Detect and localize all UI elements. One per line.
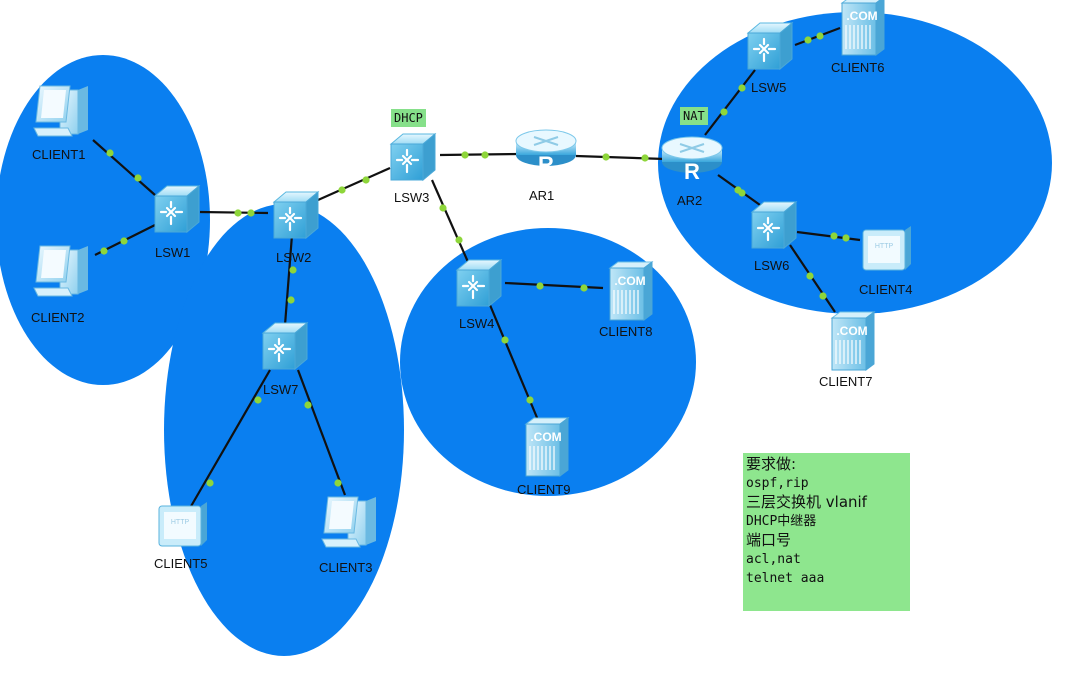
http-badge: HTTP <box>875 243 894 250</box>
client9-label: CLIENT9 <box>517 482 571 497</box>
dhcp-tag: DHCP <box>391 109 426 127</box>
server-badge: .COM <box>836 324 867 338</box>
zone-lsw2 <box>164 204 404 656</box>
client8-dns-server-icon[interactable] <box>609 261 653 321</box>
link-lsw3-ar1 <box>439 152 521 157</box>
lsw2-label: LSW2 <box>276 250 312 265</box>
client2-label: CLIENT2 <box>31 310 85 325</box>
link-lsw1-lsw2 <box>199 210 269 215</box>
link-lsw3-lsw4 <box>430 179 470 263</box>
requirements-note: 要求做: ospf,rip 三层交换机 vlanif DHCP中继器 端口号 a… <box>743 453 910 611</box>
client2-pc-icon[interactable] <box>33 245 89 297</box>
lsw6-switch-icon[interactable] <box>750 200 798 250</box>
server-badge: .COM <box>530 430 561 444</box>
lsw7-label: LSW7 <box>263 382 299 397</box>
link-lsw7-client3 <box>296 369 347 496</box>
note-line: DHCP中继器 <box>746 514 817 529</box>
lsw5-label: LSW5 <box>751 80 787 95</box>
client5-label: CLIENT5 <box>154 556 208 571</box>
link-lsw7-client5 <box>189 369 271 509</box>
note-line: ospf,rip <box>746 476 809 491</box>
router-letter: R <box>684 159 700 184</box>
links <box>92 26 861 509</box>
link-ar2-lsw5 <box>704 69 756 136</box>
link-lsw2-lsw7 <box>283 234 294 326</box>
server-badge: .COM <box>846 9 877 23</box>
lsw3-label: LSW3 <box>394 190 430 205</box>
note-line: 端口号 <box>746 531 792 549</box>
client1-label: CLIENT1 <box>32 147 86 162</box>
note-line: 三层交换机 vlanif <box>746 493 867 511</box>
client3-label: CLIENT3 <box>319 560 373 575</box>
link-client1-lsw1 <box>92 139 156 196</box>
ar1-label: AR1 <box>529 188 555 203</box>
server-badge: .COM <box>614 274 645 288</box>
client9-dns-server-icon[interactable] <box>525 417 569 477</box>
note-title: 要求做: <box>746 455 797 473</box>
link-lsw2-lsw3 <box>317 166 391 202</box>
lsw1-label: LSW1 <box>155 245 191 260</box>
client4-label: CLIENT4 <box>859 282 913 297</box>
client8-label: CLIENT8 <box>599 324 653 339</box>
lsw6-label: LSW6 <box>754 258 790 273</box>
router-letter: R <box>538 152 554 177</box>
link-ar1-ar2 <box>575 154 666 161</box>
client7-dns-server-icon[interactable] <box>831 311 875 371</box>
client7-label: CLIENT7 <box>819 374 873 389</box>
lsw7-switch-icon[interactable] <box>261 321 309 371</box>
note-line: acl,nat <box>746 552 801 567</box>
http-badge: HTTP <box>171 519 190 526</box>
lsw1-switch-icon[interactable] <box>153 184 201 234</box>
lsw4-label: LSW4 <box>459 316 495 331</box>
client6-label: CLIENT6 <box>831 60 885 75</box>
note-line: telnet aaa <box>746 571 825 586</box>
client1-pc-icon[interactable] <box>33 85 89 137</box>
zone-lsw1 <box>0 55 210 385</box>
client3-pc-icon[interactable] <box>321 496 377 548</box>
nat-tag: NAT <box>680 107 708 125</box>
lsw3-switch-icon[interactable] <box>389 132 437 182</box>
lsw4-switch-icon[interactable] <box>455 258 503 308</box>
lsw5-switch-icon[interactable] <box>746 21 794 71</box>
ar2-label: AR2 <box>677 193 703 208</box>
lsw2-switch-icon[interactable] <box>272 190 320 240</box>
link-dots <box>100 32 850 487</box>
